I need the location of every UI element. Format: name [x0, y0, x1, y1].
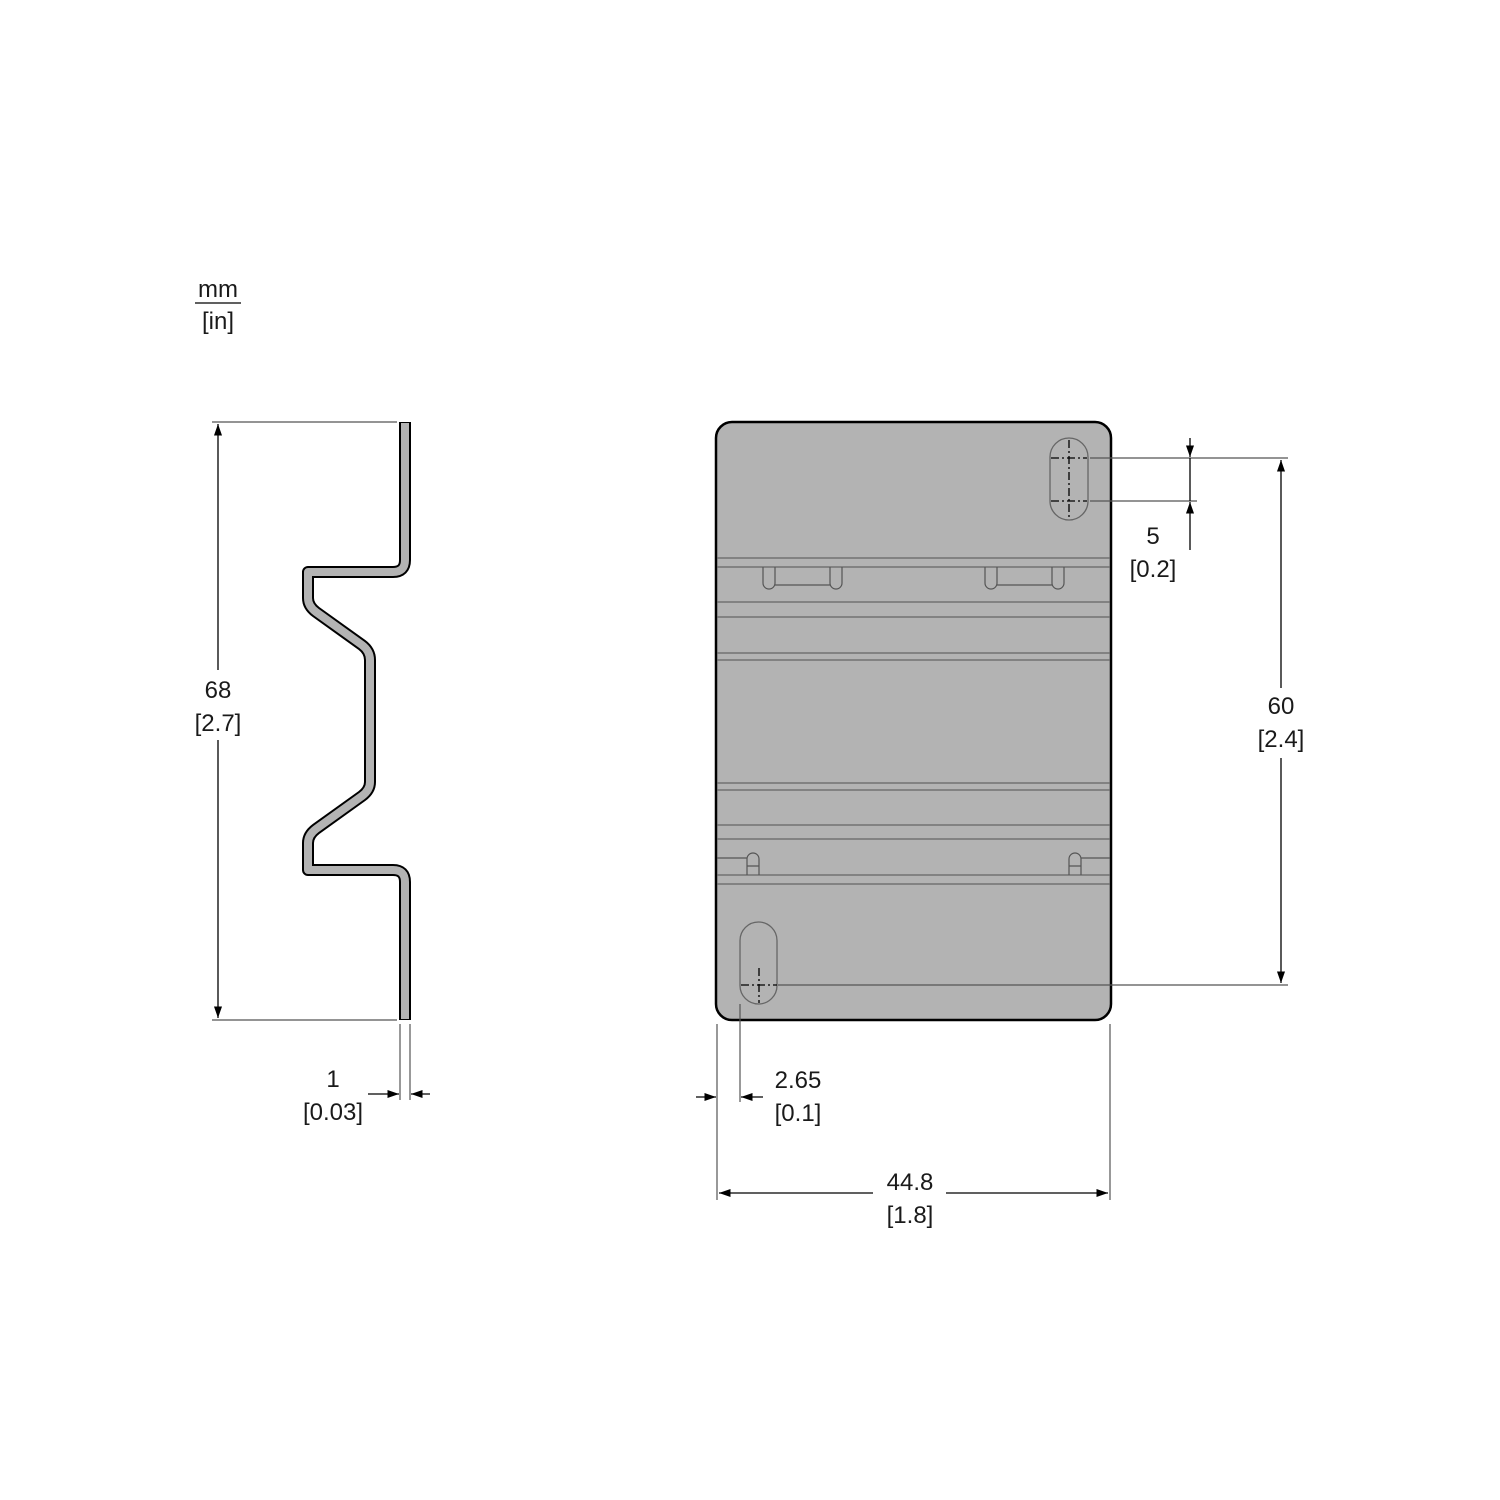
offset-in: [0.1]: [775, 1100, 822, 1127]
lower-slot: [739, 921, 778, 1005]
front-view: 5 [0.2] 60 [2.4] 2.65 [0.1] 44.8 [1.8]: [696, 420, 1314, 1229]
label-mask: [1248, 688, 1314, 758]
rail-lines: [717, 557, 1110, 885]
spacing-mm: 60: [1268, 693, 1295, 720]
plate-outline: [714, 420, 1113, 1022]
thickness-in: [0.03]: [303, 1099, 363, 1126]
height-in: [2.7]: [195, 710, 242, 737]
width-in: [1.8]: [887, 1202, 934, 1229]
width-mm: 44.8: [887, 1169, 934, 1196]
height-mm: 68: [205, 677, 232, 704]
label-mask: [185, 670, 251, 740]
profile-outline: [302, 422, 411, 1020]
slot-length-mm: 5: [1146, 523, 1159, 550]
lower-tabs: [717, 852, 1110, 875]
offset-mm: 2.65: [775, 1067, 822, 1094]
unit-mm: mm: [198, 276, 238, 303]
upper-tabs: [762, 567, 1065, 590]
slot-length-in: [0.2]: [1130, 556, 1177, 583]
upper-slot: [1049, 437, 1089, 521]
units-legend: mm [in]: [195, 276, 241, 335]
profile-fill: [304, 423, 409, 1019]
spacing-in: [2.4]: [1258, 726, 1305, 753]
unit-in: [in]: [202, 308, 234, 335]
thickness-mm: 1: [326, 1066, 339, 1093]
side-profile-view: 68 [2.7] 1 [0.03]: [185, 421, 430, 1126]
